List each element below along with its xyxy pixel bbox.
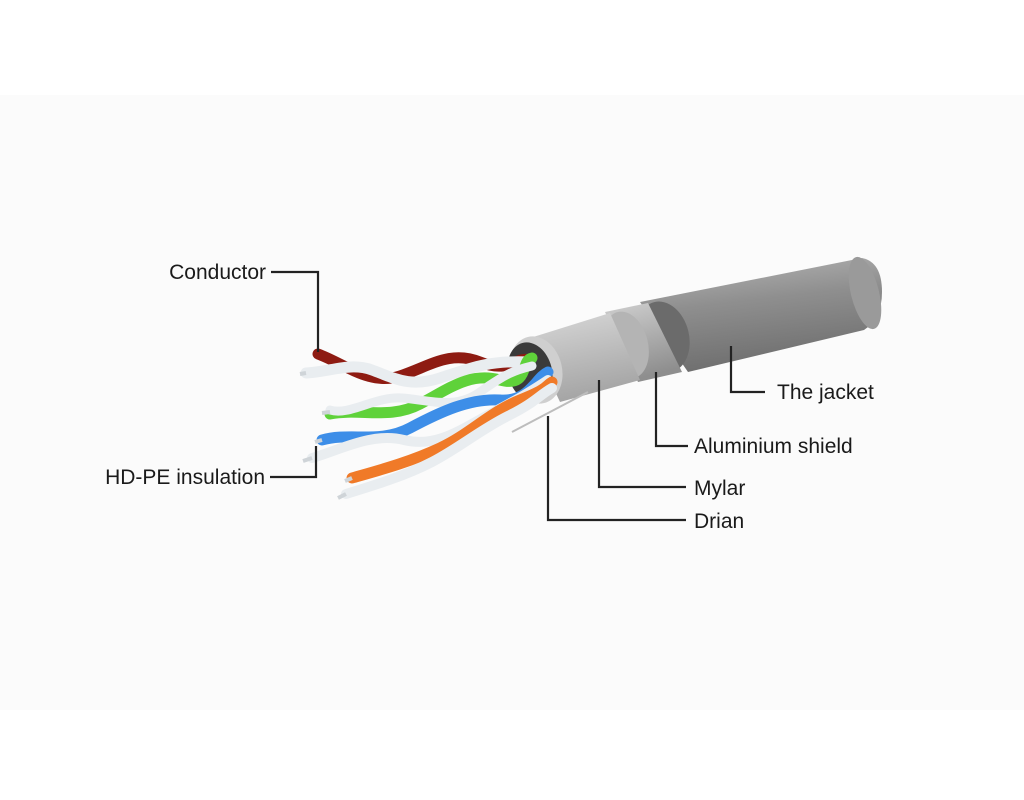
- shield-label: Aluminium shield: [694, 435, 853, 458]
- conductor-leader: [271, 270, 320, 352]
- jacket-label: The jacket: [777, 381, 874, 404]
- pair-orange: [337, 376, 558, 500]
- conductor-label: Conductor: [169, 261, 266, 284]
- insulation-label: HD-PE insulation: [105, 466, 265, 489]
- drain-leader: [546, 416, 686, 522]
- drain-label: Drian: [694, 510, 744, 533]
- drain-wire: [511, 391, 589, 433]
- mylar-leader: [597, 380, 686, 489]
- pair-green: [321, 352, 538, 420]
- pair-brown: [299, 348, 536, 388]
- mylar-label: Mylar: [694, 477, 745, 500]
- shield-leader: [654, 372, 688, 448]
- insulation-leader: [270, 446, 318, 479]
- jacket-leader: [729, 346, 765, 394]
